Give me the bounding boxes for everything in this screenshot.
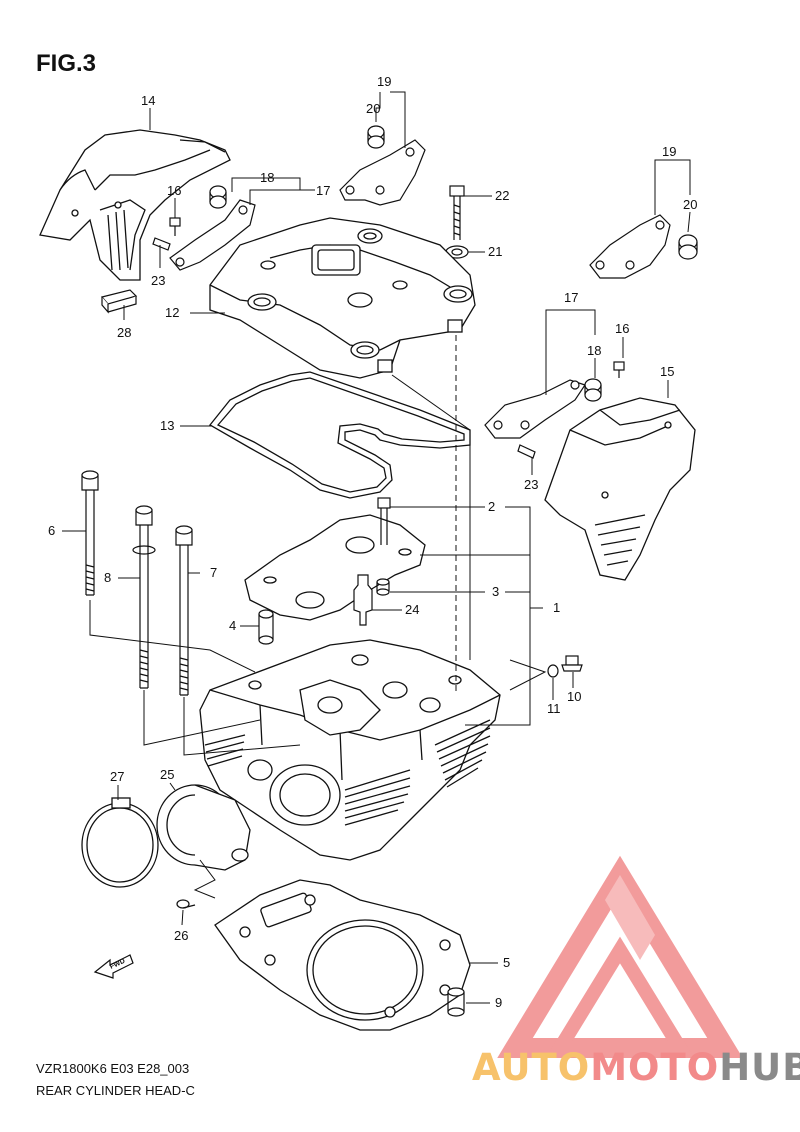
cylinder-head-cover [209,217,476,379]
bolt-22 [449,185,465,240]
callout-18-right: 18 [587,343,601,358]
fwd-arrow-icon: FWD [93,954,134,979]
grommet-18-upper [209,185,227,209]
cylinder-head [199,639,501,861]
callout-7: 7 [210,565,217,580]
bracket-upper-left [169,199,256,271]
spark-plug-24 [353,574,373,626]
callout-24: 24 [405,602,419,617]
grommet-20-upper [367,125,385,149]
bolt-23-right [517,444,536,459]
dowel-3 [376,578,390,596]
callout-23-right: 23 [524,477,538,492]
clamp-27 [81,797,159,888]
head-bolt-7 [175,525,193,696]
bracket-middle-right [484,379,586,439]
callout-12: 12 [165,305,179,320]
screw-26 [176,899,196,909]
callout-2: 2 [488,499,495,514]
cylinder-cover-right [544,397,696,581]
bracket-top [339,139,426,206]
bolt-23-left [152,237,171,251]
callout-16-upper: 16 [167,183,181,198]
callout-5: 5 [503,955,510,970]
plug-10 [561,655,583,672]
callout-27: 27 [110,769,124,784]
callout-25: 25 [160,767,174,782]
valve-guide-4 [258,609,274,645]
watermark-moto: MOTO [590,1046,720,1089]
callout-20-right: 20 [683,197,697,212]
callout-15: 15 [660,364,674,379]
bolt-2 [377,497,391,545]
head-bolt-6 [81,470,99,596]
grommet-18-right [584,378,602,402]
callout-9: 9 [495,995,502,1010]
bracket-right [589,214,671,279]
callout-8: 8 [104,570,111,585]
callout-18-upper: 18 [260,170,274,185]
cylinder-cover-left [39,129,231,281]
callout-16-right: 16 [615,321,629,336]
callout-labels: 1 2 3 4 5 6 7 8 9 10 11 12 13 14 15 16 1… [48,74,697,1010]
cylinder-head-gasket [214,879,471,1031]
head-cover-gasket [209,371,471,499]
bolt-16-left [169,217,181,236]
watermark-hub: HUB [719,1046,800,1089]
callout-23-upper: 23 [151,273,165,288]
intake-pipe-25 [156,784,251,871]
callout-17-right: 17 [564,290,578,305]
leader-lines [62,91,691,1004]
callout-21: 21 [488,244,502,259]
callout-11: 11 [547,701,561,716]
washer-11 [547,664,559,678]
watermark-logo [497,855,743,1058]
callout-3: 3 [492,584,499,599]
model-code: VZR1800K6 E03 E28_003 [36,1061,190,1076]
figure-title: FIG.3 [36,50,97,77]
grommet-20-right [678,234,698,260]
pad [100,289,138,314]
rocker-plate [244,514,426,621]
callout-4: 4 [229,618,236,633]
callout-20-upper: 20 [366,101,380,116]
callout-13: 13 [160,418,174,433]
callout-1: 1 [553,600,560,615]
callout-6: 6 [48,523,55,538]
callout-10: 10 [567,689,581,704]
callout-19-upper: 19 [377,74,391,89]
callout-19-right: 19 [662,144,676,159]
callout-22: 22 [495,188,509,203]
callout-26: 26 [174,928,188,943]
callout-17-upper: 17 [316,183,330,198]
callout-14: 14 [141,93,155,108]
watermark-brand: AUTOMOTOHUB [472,1046,800,1089]
watermark-auto: AUTO [472,1046,591,1089]
dowel-9 [447,987,465,1017]
callout-28: 28 [117,325,131,340]
diagram-caption: REAR CYLINDER HEAD-C [36,1083,195,1098]
head-bolt-8 [132,505,156,689]
bolt-16-right [613,361,625,378]
